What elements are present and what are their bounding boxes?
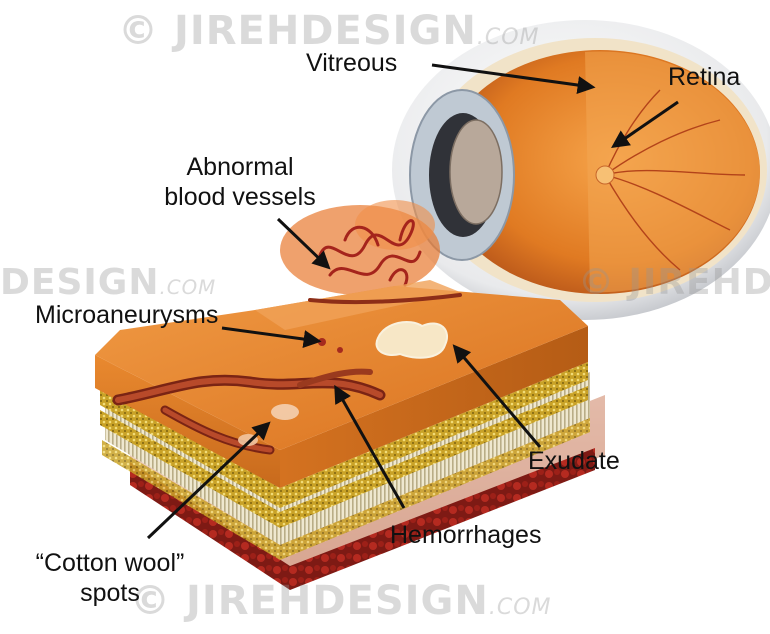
label-abnormal-blood-vessels: Abnormal blood vessels	[150, 152, 330, 212]
abnormal-vessel-cluster	[280, 200, 440, 295]
label-abnormal-line2: blood vessels	[150, 182, 330, 212]
label-vitreous: Vitreous	[306, 48, 397, 78]
label-abnormal-line1: Abnormal	[150, 152, 330, 182]
exudate-patch	[377, 322, 448, 358]
label-cotton-line1: “Cotton wool”	[10, 548, 210, 578]
label-cotton-line2: spots	[10, 578, 210, 608]
label-microaneurysms: Microaneurysms	[35, 300, 218, 330]
watermark-middle-left: DESIGN.COM	[0, 262, 216, 303]
optic-disc	[596, 166, 614, 184]
label-cotton-wool-spots: “Cotton wool” spots	[10, 548, 210, 608]
lens	[450, 120, 502, 224]
watermark-middle-right: © JIREHD	[578, 262, 770, 303]
label-hemorrhages: Hemorrhages	[390, 520, 541, 550]
label-exudate: Exudate	[528, 446, 620, 476]
microaneurysm-dot	[318, 338, 326, 346]
label-retina: Retina	[668, 62, 740, 92]
cotton-wool-spot	[271, 404, 299, 420]
